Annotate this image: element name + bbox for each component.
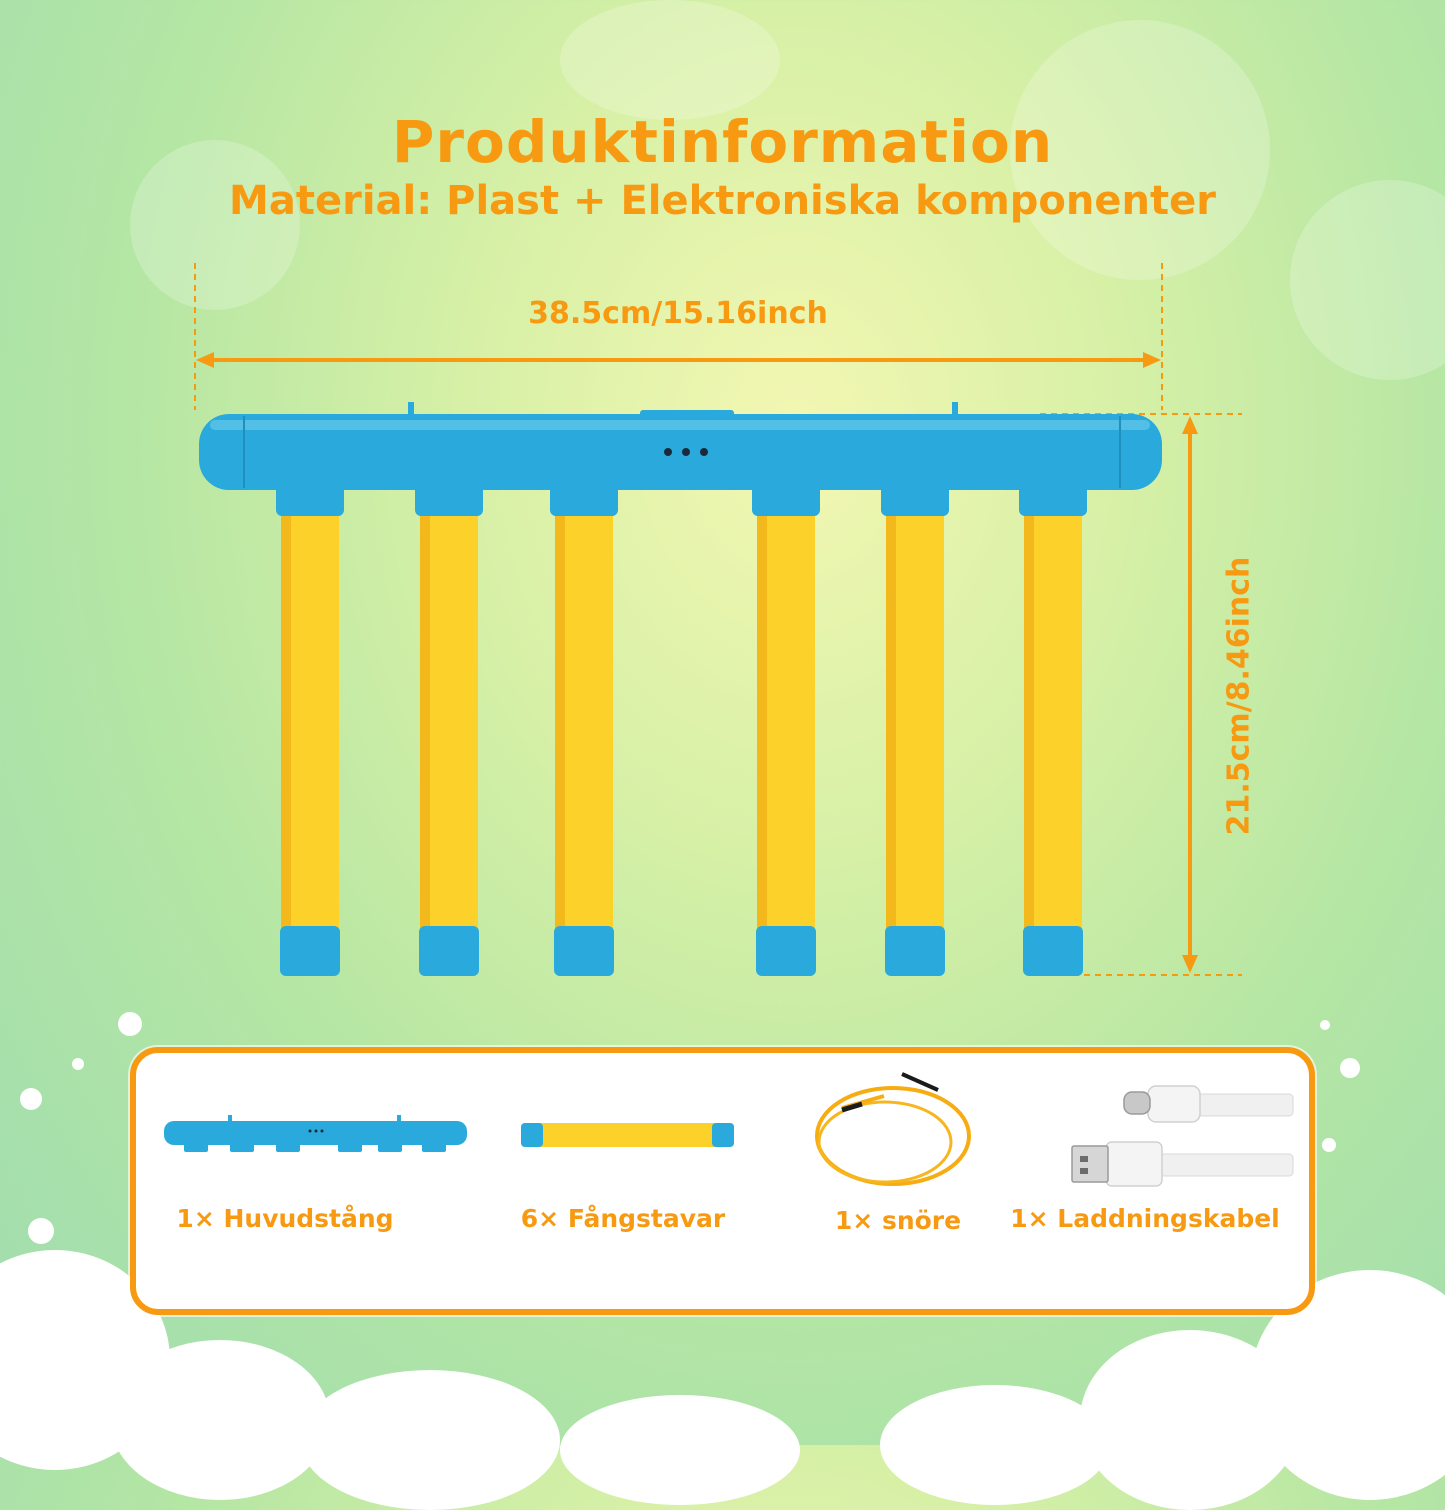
material-subtitle: Material: Plast + Elektroniska komponent… [229, 178, 1216, 224]
width-dimension-line [194, 263, 1163, 410]
contents-item-rope: 1× snöre [834, 1206, 962, 1235]
main-bar [199, 402, 1162, 490]
bokeh-circle [1010, 20, 1270, 280]
white-dot [28, 1218, 54, 1244]
contents-item-main-bar: 1× Huvudstång [176, 1204, 394, 1233]
white-dot [1320, 1020, 1330, 1030]
white-dot [1340, 1058, 1360, 1078]
bokeh-circle [560, 0, 780, 120]
package-contents-icons [164, 1072, 1294, 1187]
contents-item-charging-cable: 1× Laddningskabel [1010, 1204, 1280, 1233]
catch-stick-icon [521, 1123, 734, 1147]
main-bar-icon [164, 1115, 467, 1152]
catch-stick [752, 470, 820, 976]
usb-cable-icon [1071, 1085, 1294, 1187]
page-title: Produktinformation [391, 108, 1054, 176]
white-dot [72, 1058, 84, 1070]
white-dot [118, 1012, 142, 1036]
width-dimension-label: 38.5cm/15.16inch [528, 296, 828, 331]
bokeh-circle [1290, 180, 1445, 380]
catch-stick [881, 470, 949, 976]
rope-icon [815, 1072, 971, 1186]
contents-item-catch-sticks: 6× Fångstavar [520, 1204, 726, 1233]
product-illustration [194, 263, 1242, 976]
white-dot [20, 1088, 42, 1110]
white-dot [1322, 1138, 1336, 1152]
bokeh-circle [130, 140, 300, 310]
